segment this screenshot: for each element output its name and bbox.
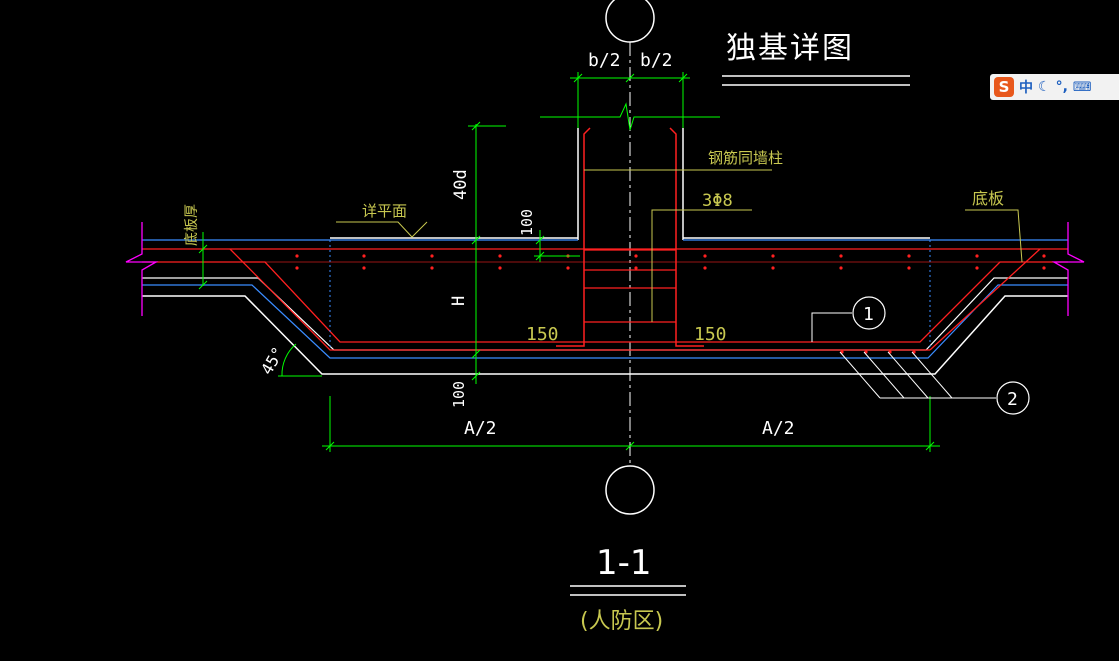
haunch-rebar-right bbox=[929, 248, 1041, 351]
foundation-blue-line bbox=[142, 284, 1068, 359]
dim-b-tick-2 bbox=[625, 73, 635, 83]
callout-1-label: 1 bbox=[863, 304, 874, 325]
column-rebar-left bbox=[556, 127, 591, 347]
ime-mode-toggle[interactable]: 中 bbox=[1019, 80, 1033, 96]
axis-bubble-bottom bbox=[605, 465, 655, 515]
dim-b-left-label: b/2 bbox=[588, 50, 621, 71]
column-rebar-right bbox=[669, 127, 704, 347]
foundation-bottom-outline bbox=[142, 295, 1068, 375]
hook-right-label: 150 bbox=[694, 324, 727, 345]
dim-100-top-tick-1 bbox=[535, 235, 545, 245]
dim-h-tick bbox=[471, 349, 481, 359]
angle-label: 45° bbox=[257, 343, 288, 378]
break-line-right bbox=[1051, 222, 1085, 316]
angle-arc bbox=[281, 343, 297, 377]
slab-thickness-label: 底板厚 bbox=[184, 204, 200, 246]
dim-b-tick-3 bbox=[678, 73, 688, 83]
slab-thickness-tick-2 bbox=[198, 280, 208, 290]
stirrup-note-label: 3Φ8 bbox=[702, 191, 733, 211]
dim-40d-tick-1 bbox=[471, 121, 481, 131]
callout-2-label: 2 bbox=[1007, 389, 1018, 410]
dim-a-tick-1 bbox=[325, 441, 335, 451]
bottom-slab-label: 底板 bbox=[972, 189, 1004, 208]
moon-icon[interactable]: ☾ bbox=[1038, 79, 1051, 95]
slab-thickness-tick-1 bbox=[198, 244, 208, 254]
dim-40d-tick-2 bbox=[471, 235, 481, 245]
bottom-slab-leader bbox=[965, 209, 1023, 263]
see-plan-label: 详平面 bbox=[362, 202, 407, 220]
dim-h-label: H bbox=[449, 296, 469, 306]
dim-100-top-label: 100 bbox=[518, 209, 536, 236]
section-subtitle: (人防区) bbox=[580, 609, 663, 634]
see-plan-leader bbox=[336, 221, 428, 238]
drawing-title: 独基详图 bbox=[726, 31, 854, 66]
column-break-line bbox=[540, 102, 720, 131]
keyboard-icon[interactable]: ⌨ bbox=[1072, 79, 1092, 95]
dim-100-bottom-label: 100 bbox=[450, 381, 468, 408]
dim-a-left-label: A/2 bbox=[464, 418, 497, 439]
callout-1-bubble bbox=[852, 296, 886, 330]
section-mark: 1-1 bbox=[596, 543, 652, 583]
pit-outline bbox=[142, 277, 1068, 351]
dim-b-right-label: b/2 bbox=[640, 50, 673, 71]
sogou-logo-icon[interactable]: S bbox=[994, 77, 1014, 97]
dim-100-bottom-tick bbox=[471, 371, 481, 381]
rebar-dots bbox=[295, 254, 1046, 354]
dim-a-right-label: A/2 bbox=[762, 418, 795, 439]
hook-left-label: 150 bbox=[526, 324, 559, 345]
dim-40d-label: 40d bbox=[451, 169, 471, 200]
break-line-left bbox=[125, 222, 159, 316]
callout-2-leaders bbox=[839, 351, 996, 399]
haunch-rebar-left bbox=[229, 248, 930, 351]
dim-a-tick-3 bbox=[925, 441, 935, 451]
stirrup-note-leader bbox=[651, 209, 752, 322]
axis-bubble-top bbox=[605, 0, 655, 43]
dim-100-top-tick-2 bbox=[535, 251, 545, 261]
punctuation-toggle[interactable]: °, bbox=[1055, 79, 1068, 95]
callout-1-leader bbox=[811, 312, 852, 342]
foundation-bottom-rebar bbox=[142, 261, 1068, 343]
rebar-note-label: 钢筋同墙柱 bbox=[708, 149, 783, 167]
dim-a-tick-2 bbox=[625, 441, 635, 451]
ime-toolbar[interactable]: S 中 ☾ °, ⌨ bbox=[990, 74, 1119, 100]
callout-2-bubble bbox=[996, 381, 1030, 415]
dim-b-tick-1 bbox=[573, 73, 583, 83]
